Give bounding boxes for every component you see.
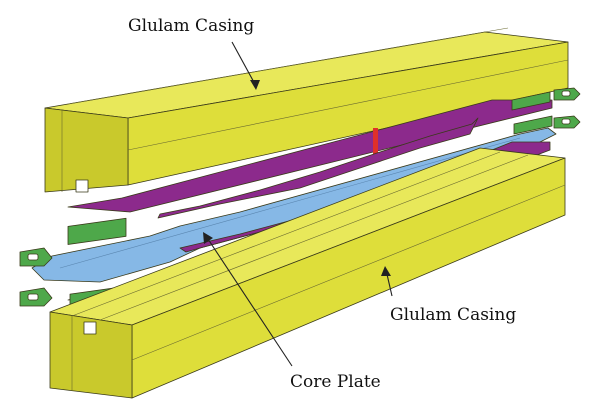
top-casing-end-face [44, 107, 129, 193]
bottom-casing-slot [83, 321, 97, 335]
end-plate-left-bottom [19, 287, 53, 307]
bottom-glulam-casing [49, 147, 566, 399]
pointer-top-casing [231, 41, 260, 90]
pointer-bottom-casing [381, 266, 393, 297]
end-plate-right-top [553, 87, 581, 101]
label-top-glulam-casing: Glulam Casing [128, 16, 254, 36]
label-core-plate: Core Plate [290, 372, 381, 392]
filler-block-left-top [67, 217, 127, 245]
pointer-core-plate [203, 232, 293, 367]
label-bottom-glulam-casing: Glulam Casing [390, 305, 516, 325]
connector-rod-top [373, 128, 378, 156]
top-steel-plate [67, 99, 553, 213]
end-plate-left-top [19, 247, 53, 267]
end-plate-right-bottom [553, 115, 581, 129]
top-glulam-casing [44, 27, 569, 193]
filler-block-right-top [511, 91, 551, 111]
upper-steel-strip [157, 117, 479, 219]
filler-block-right-bottom [513, 115, 553, 135]
bottom-casing-end-face [49, 311, 133, 399]
core-plate [31, 127, 557, 283]
top-casing-slot [75, 179, 89, 193]
